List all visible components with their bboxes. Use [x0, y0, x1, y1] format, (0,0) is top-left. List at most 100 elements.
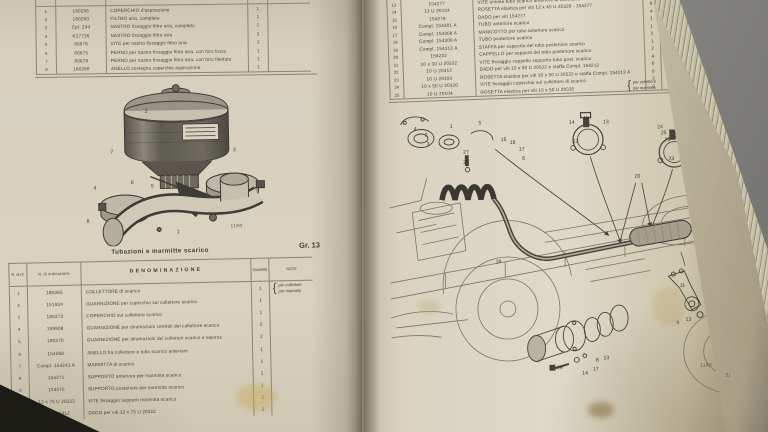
- cell-note: [268, 20, 311, 29]
- cell-den: GUARNIZIONE per diramazioni dei colletto…: [82, 330, 253, 347]
- cell-num: 154268: [29, 346, 84, 360]
- page-stain: [418, 300, 440, 314]
- callout-number: 13: [602, 119, 609, 126]
- cell-ref: 2: [10, 298, 29, 312]
- cell-num: 151924: [28, 297, 83, 311]
- col-header-ordinazione: N. di ordinazione: [55, 0, 107, 6]
- callout-number: 12: [572, 138, 579, 145]
- table-note: { per collettore per marmitta: [627, 77, 656, 94]
- cell-qty: 2: [252, 318, 271, 331]
- cell-den: VITE fissaggio supporti marmitta scarico: [84, 391, 255, 408]
- callout-number: 2: [424, 132, 428, 139]
- cell-qty: 1: [248, 4, 269, 13]
- cell-den: PERNO per nastro fissaggio filtro aria, …: [106, 46, 249, 57]
- cell-ref: 4: [10, 323, 29, 336]
- cell-note: [270, 281, 314, 294]
- callout-number: 3: [426, 141, 430, 148]
- callout-number: 14: [568, 119, 575, 126]
- table-note: { per collettore per marmitta: [273, 280, 302, 297]
- callout-number: 4: [413, 126, 417, 134]
- callout-number: 5: [150, 183, 154, 190]
- cell-note: [268, 12, 311, 21]
- cell-qty: 1: [251, 293, 271, 307]
- callout-number: 26: [463, 159, 470, 166]
- cell-note: [272, 402, 316, 415]
- callout-number: 6: [130, 180, 134, 187]
- cell-ref: 8: [11, 371, 30, 385]
- cell-ref: 3: [10, 310, 29, 324]
- cell-ref: 7: [11, 359, 30, 373]
- cell-num: 80676: [56, 39, 107, 49]
- figure-number: 1180: [230, 222, 243, 228]
- cell-ref: 7: [36, 57, 57, 66]
- cell-qty: 1: [248, 20, 269, 30]
- cell-qty: 1: [252, 305, 271, 319]
- callout-number: 11: [679, 283, 686, 290]
- cell-num: 180260: [56, 14, 107, 24]
- cell-note: [270, 317, 314, 330]
- cell-ref: 25: [390, 90, 405, 99]
- cell-qty: 1: [248, 29, 269, 38]
- book-gutter: [346, 0, 380, 432]
- col-header-denominazione: DENOMINAZIONE: [105, 0, 249, 6]
- cell-qty: 1: [253, 354, 272, 368]
- figure-number: 1190: [700, 362, 713, 368]
- col-header-rif: N. di rif.: [9, 263, 28, 286]
- cell-den: NASTRO fissaggio filtro aria: [106, 29, 249, 40]
- cell-note: [270, 293, 314, 306]
- group-label: Gr. 13: [299, 240, 321, 250]
- callout-number: 19: [556, 365, 563, 372]
- callout-number: 14: [582, 370, 589, 377]
- callout-number: 8: [86, 218, 90, 226]
- cell-ref: 3: [36, 23, 57, 33]
- col-header-quantita: Quantità: [247, 0, 269, 4]
- cell-ref: 5: [10, 335, 30, 348]
- cell-ref: 6: [36, 48, 57, 58]
- cell-den: FILTRO aria, completo: [106, 12, 249, 23]
- cell-den: GUARNIZIONE per coperchio sul collettore…: [82, 294, 253, 310]
- callout-number: 26: [664, 137, 671, 144]
- col-header-ordinazione: N. di ordinazione: [27, 262, 82, 286]
- cell-note: [270, 305, 314, 318]
- cell-num: 180373: [28, 309, 83, 324]
- cell-den: GUARNIZIONE per diramazioni centrali del…: [82, 318, 253, 335]
- cell-qty: 1: [251, 281, 270, 295]
- cell-num: 180365: [27, 285, 83, 299]
- callout-number: 15: [583, 115, 589, 122]
- cell-num: Compl. 154241 A: [29, 358, 84, 372]
- cell-num: 180370: [28, 334, 84, 348]
- col-header-note: NOTE: [268, 0, 311, 3]
- callout-number: 27: [463, 149, 469, 156]
- cell-qty: 1: [248, 12, 269, 22]
- cell-den: DADO per viti 12 x 75 U 20322: [84, 403, 255, 420]
- cell-den: MARMITTA di scarico: [83, 355, 254, 371]
- callout-number: 1: [176, 228, 180, 235]
- cell-qty: 1: [248, 37, 269, 47]
- callout-number: 15: [500, 137, 507, 144]
- cell-note: [269, 37, 312, 46]
- callout-number: 8: [595, 357, 599, 364]
- cell-ref: 1: [36, 6, 57, 16]
- cell-note: [269, 46, 312, 55]
- cell-num: K27726: [56, 31, 107, 41]
- cell-den: COPERCHIO sul collettore scarico: [82, 306, 253, 323]
- cell-note: [272, 378, 316, 391]
- table-title-row: Tubazioni e marmitte scarico Gr. 13: [8, 240, 320, 263]
- table-header-row: N. di rif. N. di ordinazione DENOMINAZIO…: [9, 257, 313, 287]
- callout-number: 16: [509, 139, 516, 146]
- cell-den: PERNO per nastro fissaggio filtro aria, …: [106, 54, 249, 65]
- cell-den: SUPPORTO posteriore per marmitta scarico: [83, 379, 255, 396]
- callout-number: 2: [144, 109, 148, 116]
- page-number: 31: [724, 372, 732, 380]
- cell-note: [268, 4, 311, 13]
- cell-num: 180256: [56, 6, 107, 16]
